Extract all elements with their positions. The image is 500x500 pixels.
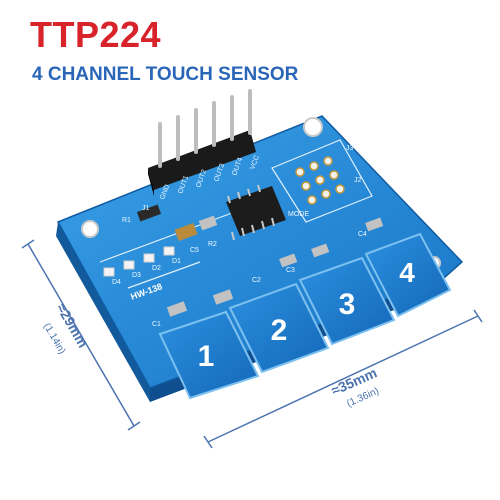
- silk-label: MODE: [288, 211, 309, 218]
- mounting-hole: [81, 220, 99, 238]
- product-subtitle: 4 CHANNEL TOUCH SENSOR: [32, 64, 299, 85]
- smd-components: [136, 204, 384, 317]
- silk-label: C4: [358, 231, 367, 238]
- silk-labels: R1 J1 D4 D3 D2 D1 C5 R2 C2 C1 C3 C4 MODE…: [112, 145, 367, 328]
- touch-pad-3: [298, 256, 396, 346]
- silk-label: D2: [152, 265, 161, 272]
- width-dimension-line: [207, 315, 479, 443]
- silk-label: J1: [142, 205, 150, 212]
- touch-pads: [158, 232, 452, 400]
- silk-label: C1: [152, 321, 161, 328]
- silk-label: R2: [208, 241, 217, 248]
- ttp224-chip: [226, 184, 286, 241]
- led: [123, 260, 135, 270]
- pad-number: 2: [271, 314, 288, 347]
- led: [163, 246, 175, 256]
- silk-label: C3: [286, 267, 295, 274]
- pin-header: [148, 89, 256, 196]
- height-dimension-sublabel: (1.14in): [41, 321, 67, 356]
- silk-label: D1: [172, 258, 181, 265]
- capacitor: [365, 217, 384, 232]
- product-title: TTP224: [30, 14, 162, 55]
- pad-number: 4: [399, 257, 415, 288]
- capacitor: [198, 215, 218, 231]
- resistor-array: [136, 204, 162, 222]
- capacitor: [166, 301, 188, 317]
- touch-pad-4: [364, 232, 452, 318]
- silk-label: D4: [112, 279, 121, 286]
- dimension-lines: [21, 239, 483, 449]
- jumper-pads: [295, 156, 345, 205]
- capacitor: [311, 243, 330, 258]
- status-leds: [103, 246, 175, 277]
- touch-pad-1: [158, 310, 260, 400]
- led: [103, 267, 115, 277]
- capacitor: [279, 253, 298, 268]
- capacitor: [212, 289, 234, 305]
- silk-label: R1: [122, 217, 131, 224]
- silk-label: C5: [190, 247, 199, 254]
- pad-number: 1: [198, 340, 215, 373]
- silk-label: J2: [354, 177, 362, 184]
- silk-label: D3: [132, 272, 141, 279]
- pad-number: 3: [339, 288, 356, 321]
- silk-label: J3: [346, 145, 354, 152]
- capacitor: [174, 222, 198, 242]
- pin-label: VCC: [249, 154, 261, 170]
- touch-pad-2: [228, 282, 330, 374]
- silkscreen: [99, 139, 373, 289]
- led: [143, 253, 155, 263]
- mounting-hole: [303, 117, 323, 137]
- silk-label: C2: [252, 277, 261, 284]
- pin-label: GND: [159, 184, 171, 201]
- height-dimension-line: [27, 243, 135, 427]
